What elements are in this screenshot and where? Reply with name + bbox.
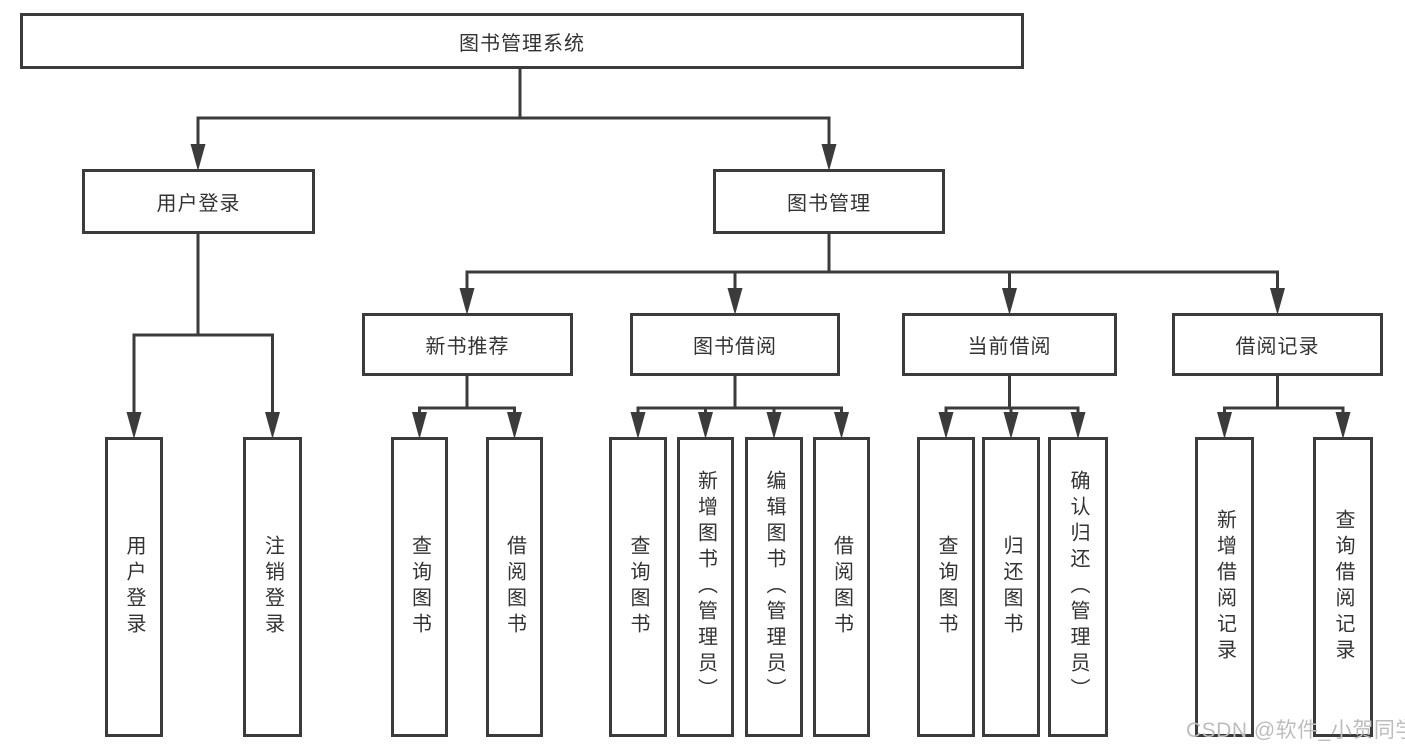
node-label: 用户登录 [156,193,241,215]
leaf-label: 借阅图书 [503,535,526,639]
leaf-user-login: 用户登录 [105,437,163,737]
node-label: 借阅记录 [1235,336,1320,358]
node-book-borrow: 图书借阅 [630,313,840,376]
node-current-borrow: 当前借阅 [902,313,1117,376]
leaf-borrow-add-book-admin: 新增图书（管理员） [677,437,734,737]
arrowheads [126,144,1351,439]
connector-borrow [636,374,843,416]
arrow-icon [126,412,142,439]
connector-login [132,232,274,416]
arrow-icon [727,288,743,315]
arrow-icon [265,412,280,439]
connector-manage [465,231,1279,291]
arrow-icon [459,288,475,315]
leaf-logout: 注销登录 [243,437,302,737]
leaf-label: 借阅图书 [830,535,853,639]
leaf-label: 新增图书（管理员） [694,470,717,704]
node-label: 当前借阅 [967,336,1052,358]
arrow-icon [834,412,849,439]
leaf-label: 编辑图书（管理员） [763,470,785,704]
arrow-icon [1335,412,1351,439]
arrow-icon [698,412,713,439]
connector-current [944,374,1080,416]
node-label: 图书管理 [787,193,871,215]
arrow-icon [766,412,782,439]
leaf-records-add-record: 新增借阅记录 [1195,437,1254,737]
arrow-icon [412,412,427,439]
node-book-management: 图书管理 [713,169,945,234]
leaf-current-return-book: 归还图书 [982,437,1040,737]
leaf-label: 归还图书 [1000,535,1022,639]
leaf-label: 查询图书 [627,535,649,639]
arrow-icon [630,412,646,439]
leaf-label: 查询图书 [935,535,957,639]
node-borrow-records: 借阅记录 [1172,313,1383,376]
csdn-watermark: CSDN @软件_小贺同学 [1186,719,1405,742]
arrow-icon [821,144,837,171]
leaf-label: 注销登录 [261,535,284,639]
leaf-recommend-borrow-book: 借阅图书 [486,437,543,737]
arrow-icon [1003,412,1019,439]
leaf-label: 确认归还（管理员） [1067,470,1089,704]
leaf-borrow-borrow-book: 借阅图书 [813,437,870,737]
leaf-label: 用户登录 [123,535,145,639]
leaf-borrow-edit-book-admin: 编辑图书（管理员） [745,437,803,737]
node-new-book-recommend: 新书推荐 [362,313,573,376]
connector-root [196,67,831,150]
node-label: 图书借阅 [693,336,777,358]
arrow-icon [1070,412,1086,439]
leaf-label: 查询借阅记录 [1332,509,1354,665]
node-user-login: 用户登录 [82,169,315,234]
arrow-icon [1270,288,1285,315]
arrow-icon [938,412,954,439]
arrow-icon [1217,412,1232,439]
leaf-label: 查询图书 [408,535,431,639]
leaf-current-confirm-return-admin: 确认归还（管理员） [1048,437,1108,737]
connector-records [1223,374,1345,416]
leaf-label: 新增借阅记录 [1213,509,1236,665]
node-label: 图书管理系统 [459,32,585,55]
leaf-recommend-query-book: 查询图书 [391,437,448,737]
arrow-icon [1002,288,1017,315]
node-label: 新书推荐 [425,336,510,358]
leaf-records-query-record: 查询借阅记录 [1313,437,1373,737]
node-library-system: 图书管理系统 [20,13,1024,69]
leaf-current-query-book: 查询图书 [917,437,975,737]
leaf-borrow-query-book: 查询图书 [609,437,667,737]
connector-recommend [418,374,516,416]
arrow-icon [190,144,206,171]
arrow-icon [507,412,522,439]
